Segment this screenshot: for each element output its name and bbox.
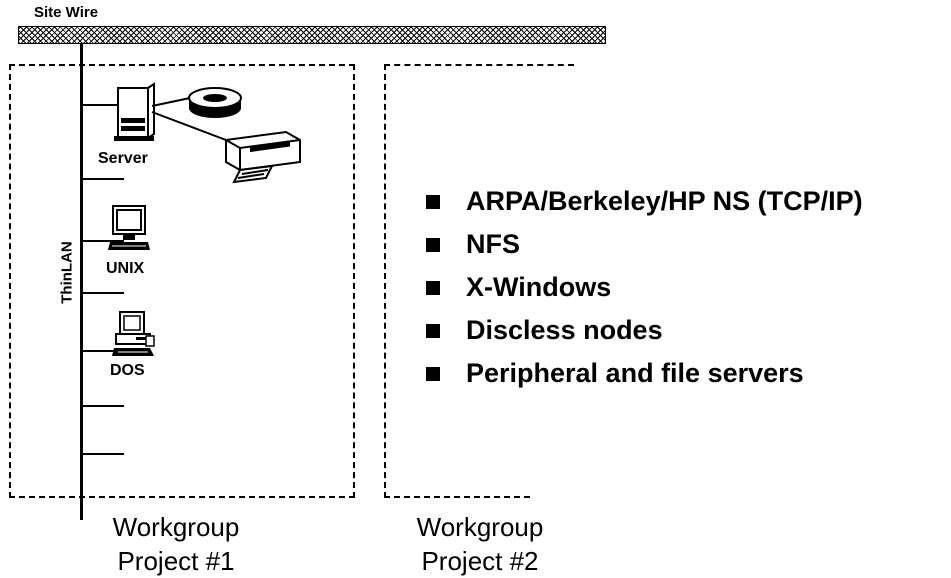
lan-tap <box>82 292 124 294</box>
list-item: NFS <box>426 223 863 266</box>
lan-tap <box>82 178 124 180</box>
list-item: Peripheral and file servers <box>426 352 863 395</box>
workgroup-2-line2: Project #2 <box>421 546 539 576</box>
bullet-square-icon <box>426 323 440 338</box>
workgroup-1-line2: Project #1 <box>117 546 235 576</box>
bullet-square-icon <box>426 194 440 209</box>
dos-label: DOS <box>110 362 145 379</box>
lan-tap <box>82 405 124 407</box>
unix-label: UNIX <box>106 260 145 277</box>
unix-workstation-icon <box>108 205 150 250</box>
workgroup-1-box <box>9 64 355 498</box>
server-tower-icon <box>114 82 155 141</box>
workgroup-2-box <box>384 64 574 498</box>
bullet-square-icon <box>426 366 440 381</box>
workgroup-1-line1: Workgroup <box>112 512 240 542</box>
list-item: X-Windows <box>426 266 863 309</box>
site-wire-bar <box>18 26 606 44</box>
feature-label: ARPA/Berkeley/HP NS (TCP/IP) <box>466 186 863 216</box>
bullet-square-icon <box>426 237 440 252</box>
thinlan-backbone <box>80 44 83 520</box>
feature-list: ARPA/Berkeley/HP NS (TCP/IP) NFS X-Windo… <box>426 180 863 395</box>
server-label: Server <box>98 150 148 167</box>
lan-tap <box>82 453 124 455</box>
lan-tap-server <box>82 104 124 106</box>
disk-drive-icon <box>188 87 242 118</box>
site-wire-label: Site Wire <box>34 4 99 21</box>
workgroup-2-line1: Workgroup <box>416 512 544 542</box>
workgroup-1-caption: Workgroup Project #1 <box>78 510 274 578</box>
list-item: Discless nodes <box>426 309 863 352</box>
feature-label: X-Windows <box>466 272 612 302</box>
lan-tap-dos <box>82 350 124 352</box>
feature-label: Discless nodes <box>466 315 663 345</box>
feature-label: NFS <box>466 229 520 259</box>
feature-label: Peripheral and file servers <box>466 358 804 388</box>
thinlan-label: ThinLAN <box>58 241 76 304</box>
dos-pc-icon <box>112 311 155 356</box>
printer-icon <box>225 130 301 184</box>
server-cables <box>151 97 227 141</box>
list-item: ARPA/Berkeley/HP NS (TCP/IP) <box>426 180 863 223</box>
bullet-square-icon <box>426 280 440 295</box>
lan-tap-unix <box>82 240 124 242</box>
workgroup-2-box-bottom-edge <box>384 496 530 498</box>
workgroup-2-caption: Workgroup Project #2 <box>382 510 578 578</box>
